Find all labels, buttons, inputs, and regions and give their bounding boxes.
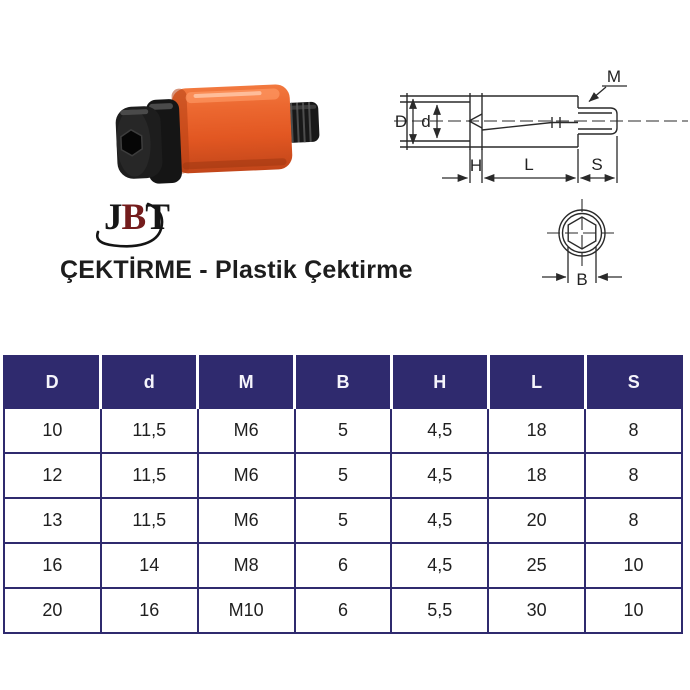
logo-letter-j: J <box>104 197 122 238</box>
table-header: D d M B H L S <box>4 356 683 409</box>
logo-letter-b: B <box>121 197 147 238</box>
header-row: D d M B H L S <box>4 356 683 409</box>
table-row: 10 11,5 M6 5 4,5 18 8 <box>3 407 683 454</box>
table-cell: 11,5 <box>99 497 199 544</box>
table-cell: 4,5 <box>390 407 490 454</box>
table-cell: 16 <box>99 587 199 634</box>
column-header-H: H <box>391 356 490 409</box>
technical-drawing: D d M H L S B <box>394 67 688 289</box>
table-cell: 8 <box>584 452 683 499</box>
table-cell: 10 <box>584 587 683 634</box>
table-cell: 20 <box>3 587 102 634</box>
label-S: S <box>591 155 602 174</box>
label-M: M <box>607 67 621 86</box>
end-view <box>558 209 606 257</box>
hex-outline <box>567 216 597 250</box>
logo-swoosh-icon <box>95 202 164 248</box>
table-cell: 13 <box>3 497 102 544</box>
table-cell: 8 <box>584 497 683 544</box>
table-cell: M6 <box>196 497 296 544</box>
table-cell: 30 <box>487 587 587 634</box>
table-cell: 5 <box>293 452 393 499</box>
table-cell: M8 <box>196 542 296 589</box>
table-row: 13 11,5 M6 5 4,5 20 8 <box>3 497 683 544</box>
table-cell: M6 <box>196 407 296 454</box>
table-cell: 12 <box>3 452 102 499</box>
table-row: 16 14 M8 6 4,5 25 10 <box>3 542 683 589</box>
table-cell: 6 <box>293 542 393 589</box>
threaded-stud <box>285 101 320 143</box>
socket-head <box>115 106 163 179</box>
table-cell: 10 <box>584 542 683 589</box>
label-L: L <box>524 155 533 174</box>
center-lines <box>394 120 688 267</box>
column-header-M: M <box>197 356 297 409</box>
column-header-L: L <box>488 356 587 409</box>
table-body: 10 11,5 M6 5 4,5 18 8 12 11,5 M6 5 4,5 1… <box>3 407 683 634</box>
table-cell: 11,5 <box>99 452 199 499</box>
table-cell: 4,5 <box>390 497 490 544</box>
column-header-D: D <box>4 356 103 409</box>
logo-letters: JBT <box>104 197 170 239</box>
dimension-lines <box>409 85 627 283</box>
table-cell: 8 <box>584 407 683 454</box>
plastic-body <box>171 84 293 174</box>
table-cell: 16 <box>3 542 102 589</box>
label-B: B <box>576 270 587 289</box>
page-title: ÇEKTİRME - Plastik Çektirme <box>60 256 413 284</box>
brand-logo: JBT <box>90 197 196 261</box>
table-cell: 4,5 <box>390 452 490 499</box>
table-cell: 18 <box>487 452 587 499</box>
table-cell: 18 <box>487 407 587 454</box>
dimension-table: D d M B H L S 10 11,5 M6 5 4,5 18 8 12 1… <box>3 355 683 634</box>
table-row: 12 11,5 M6 5 4,5 18 8 <box>3 452 683 499</box>
table-row: 20 16 M10 6 5,5 30 10 <box>3 587 683 634</box>
table-cell: 5,5 <box>390 587 490 634</box>
label-H: H <box>470 156 482 175</box>
table-cell: M10 <box>196 587 296 634</box>
table-cell: 11,5 <box>99 407 199 454</box>
label-D: D <box>395 112 407 131</box>
table-cell: 5 <box>293 407 393 454</box>
table-cell: 6 <box>293 587 393 634</box>
table-cell: 5 <box>293 497 393 544</box>
column-header-d: d <box>100 356 200 409</box>
table-cell: 25 <box>487 542 587 589</box>
side-view-outline <box>400 93 618 150</box>
table-cell: 10 <box>3 407 102 454</box>
table-cell: 4,5 <box>390 542 490 589</box>
table-cell: M6 <box>196 452 296 499</box>
table-cell: 14 <box>99 542 199 589</box>
product-photo <box>115 84 320 184</box>
column-header-S: S <box>585 356 683 409</box>
hex-socket <box>120 128 144 157</box>
puller-assembly <box>115 84 320 184</box>
column-header-B: B <box>294 356 393 409</box>
label-d: d <box>421 112 430 131</box>
table-cell: 20 <box>487 497 587 544</box>
